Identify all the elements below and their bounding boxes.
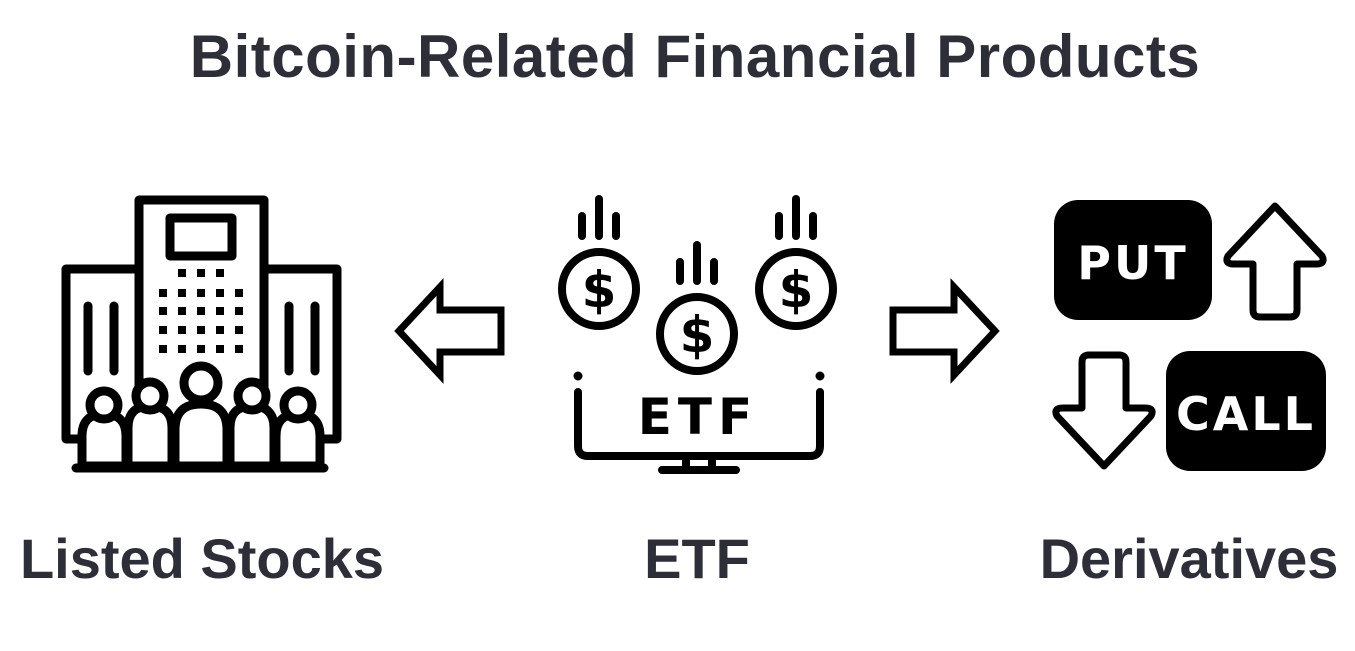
diagram-title: Bitcoin-Related Financial Products <box>189 23 1201 90</box>
dollar-sign-icon: $ <box>779 261 814 319</box>
arrow-left-icon <box>394 278 505 384</box>
put-call-options-icon: PUT CALL <box>1052 200 1327 471</box>
put-label: PUT <box>1077 236 1188 290</box>
call-label: CALL <box>1176 387 1316 441</box>
listed-stocks-label: Listed Stocks <box>19 527 385 590</box>
etf-screen-text: ETF <box>638 388 758 446</box>
arrow-right-icon <box>889 278 1000 384</box>
etf-label: ETF <box>644 527 750 590</box>
dollar-sign-icon: $ <box>680 306 715 364</box>
up-arrow-icon <box>1223 202 1327 321</box>
office-building-crowd-icon <box>61 195 342 473</box>
down-arrow-icon <box>1052 351 1156 470</box>
derivatives-label: Derivatives <box>1039 527 1339 590</box>
dollar-sign-icon: $ <box>582 261 617 319</box>
etf-monitor-coins-icon: $ $ $ ETF <box>558 195 837 474</box>
